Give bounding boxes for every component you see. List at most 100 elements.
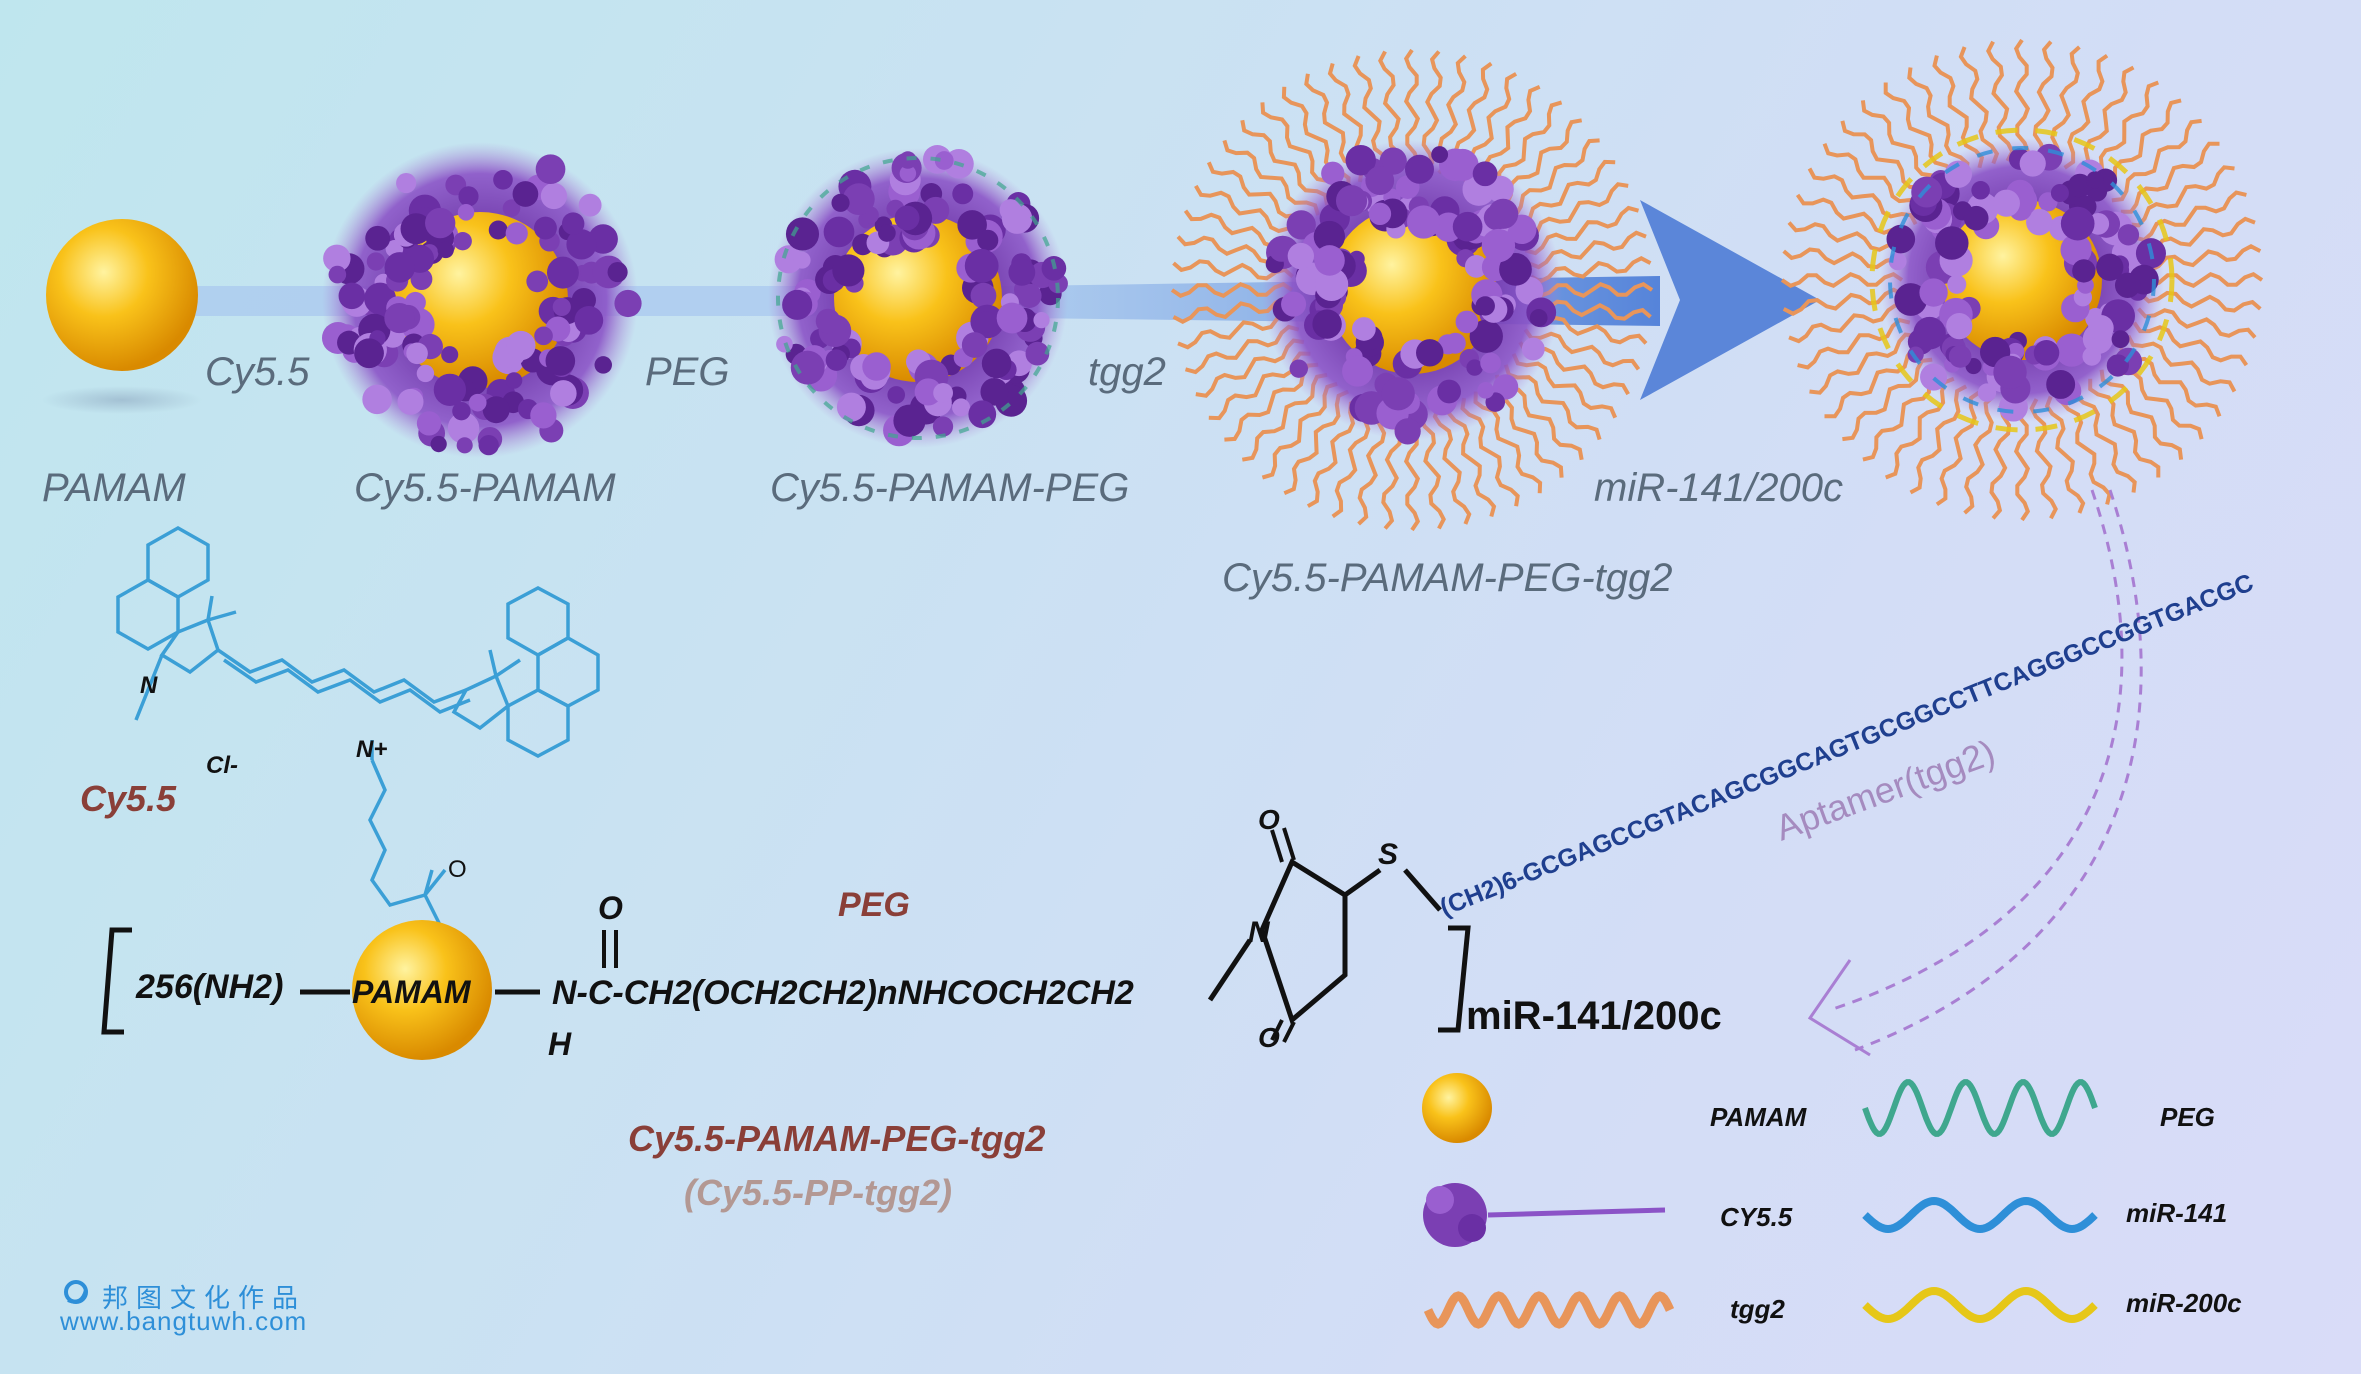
- cy55-dye-blob: [2055, 333, 2089, 367]
- cy55-dye-blob: [533, 216, 557, 240]
- stage-label-cy55-pamam-peg: Cy5.5-PAMAM-PEG: [770, 466, 1130, 510]
- cy55-dye-blob: [430, 435, 447, 453]
- cy55-dye-blob: [425, 207, 456, 239]
- cy55-dye-blob: [416, 411, 442, 436]
- cy55-dye-blob: [980, 377, 1009, 406]
- cy55-dye-blob: [1894, 283, 1928, 316]
- cy55-dye-blob: [2026, 208, 2053, 236]
- cy55-dye-blob: [478, 434, 499, 456]
- cy55-name: Cy5.5: [80, 778, 177, 819]
- cy55-dye-blob: [1521, 337, 1545, 361]
- cy55-dye-blob: [1017, 283, 1042, 308]
- cy55-dye-blob: [338, 282, 366, 310]
- cy55-dye-blob: [1281, 291, 1307, 317]
- cy55-dye-blob: [2088, 315, 2114, 341]
- cy55-dye-blob: [1946, 313, 1973, 340]
- cy55-dye-blob: [968, 400, 997, 429]
- watermark-url: www.bangtuwh.com: [60, 1306, 308, 1336]
- cy55-dye-blob: [894, 205, 920, 231]
- cy55-dye-blob: [785, 217, 820, 251]
- cy55-dye-blob: [457, 204, 475, 221]
- cy55-dye-blob: [2117, 224, 2140, 246]
- formula-core: PAMAM: [352, 974, 471, 1010]
- cy55-dye-blob: [540, 182, 568, 210]
- cy55-dye-blob: [594, 356, 612, 374]
- cy55-dye-blob: [970, 282, 997, 309]
- cy55-dye-blob: [530, 402, 557, 429]
- cy55-dye-blob: [952, 183, 974, 205]
- cy55-dye-blob: [526, 270, 549, 293]
- formula-pamam-sphere: [352, 920, 492, 1060]
- cy55-dye-blob: [2060, 206, 2095, 241]
- cy55-dye-blob: [1444, 332, 1466, 354]
- cy55-dye-blob: [2111, 330, 2130, 349]
- cy55-structure: [116, 525, 600, 926]
- formula-suffix: miR-141/200c: [1466, 994, 1722, 1038]
- cy55-dye-blob: [1321, 161, 1345, 185]
- cy55-dye-blob: [447, 412, 480, 444]
- cy55-pamam-peg-particle: [768, 144, 1068, 448]
- cy55-dye-blob: [365, 225, 391, 251]
- cy55-dye-blob: [1404, 154, 1435, 184]
- cy55-dye-blob: [1947, 274, 1967, 294]
- cy55-dye-blob: [406, 342, 428, 365]
- watermark-cn: 邦图文化作品: [102, 1283, 307, 1313]
- cy55-dye-blob: [482, 396, 510, 424]
- cy55-dye-blob: [1963, 205, 1989, 231]
- cy55-dye-blob: [2033, 339, 2060, 366]
- cy55-dye-blob: [862, 352, 891, 381]
- stage-label-pamam: PAMAM: [42, 466, 186, 510]
- cy55-dye-blob: [2067, 173, 2092, 198]
- cy55-dye-blob: [815, 308, 841, 334]
- cy55-dye-blob: [1464, 255, 1488, 278]
- cy55-dye-blob: [1886, 224, 1916, 254]
- cy55-dye-blob: [362, 384, 392, 415]
- cy55-dye-blob: [1971, 180, 1990, 200]
- cy55-dye-blob: [964, 248, 999, 283]
- cy55-dye-blob: [437, 241, 454, 259]
- cy55-dye-blob: [1416, 339, 1444, 367]
- cy55-dye-blob: [793, 251, 811, 269]
- cy55-dye-blob: [614, 289, 642, 318]
- watermark-logo-icon: [64, 1280, 88, 1304]
- formula-ring-o-top: O: [1258, 804, 1280, 835]
- cy55-dye-blob: [1406, 205, 1441, 239]
- cy55-dye-blob: [1437, 379, 1461, 404]
- mirna-loaded-particle: [1780, 38, 2264, 522]
- cy55-dye-blob: [899, 165, 917, 182]
- cy55-dye-blob: [384, 252, 416, 283]
- cy55-dye-blob: [774, 245, 803, 274]
- cy55-dye-blob: [458, 186, 479, 207]
- cy55-dye-blob: [1481, 228, 1516, 263]
- cy55-atom-o: O: [448, 856, 467, 883]
- cy55-dye-blob: [1381, 377, 1415, 411]
- cy55-dye-blob: [1431, 146, 1449, 164]
- cy55-dye-blob: [782, 289, 813, 320]
- cy55-dye-blob: [453, 232, 472, 251]
- cy55-dye-blob: [354, 338, 384, 369]
- cy55-dye-blob: [1472, 161, 1498, 187]
- legend-label-mir200c: miR-200c: [2126, 1288, 2242, 1318]
- cy55-dye-blob: [366, 252, 385, 271]
- cy55-dye-blob: [934, 151, 954, 170]
- cy55-dye-blob: [2019, 150, 2046, 177]
- cy55-atom-nplus: N+: [356, 736, 388, 763]
- cy55-dye-blob: [1335, 185, 1368, 217]
- legend-label-pamam: PAMAM: [1710, 1102, 1807, 1132]
- cy55-dye-blob: [842, 183, 875, 216]
- cy55-dye-blob: [441, 346, 459, 364]
- cy55-dye-blob: [410, 268, 433, 291]
- cy55-dye-blob: [2072, 259, 2096, 283]
- cy55-dye-blob: [506, 330, 536, 361]
- cy55-dye-blob: [975, 311, 997, 333]
- cy55-dye-blob: [505, 372, 523, 389]
- cy55-dye-blob: [933, 382, 954, 403]
- product-abbr: (Cy5.5-PP-tgg2): [684, 1172, 953, 1213]
- arrow-label-peg: PEG: [645, 350, 730, 394]
- cy55-dye-blob: [505, 222, 528, 245]
- cy55-dye-blob: [1919, 278, 1948, 307]
- cy55-dye-blob: [456, 437, 473, 454]
- cy55-dye-blob: [1480, 352, 1501, 374]
- product-name: Cy5.5-PAMAM-PEG-tgg2: [628, 1118, 1046, 1159]
